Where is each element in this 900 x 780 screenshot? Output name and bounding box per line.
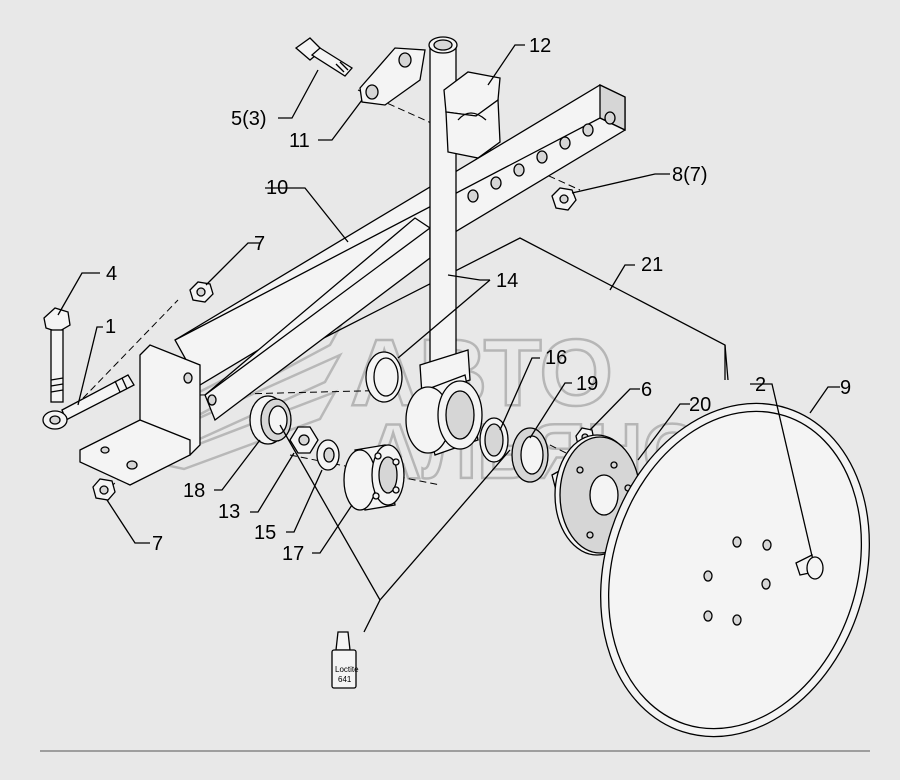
part-8-nut: [551, 187, 577, 211]
part-1-bolt: [42, 374, 135, 430]
label-20: 20: [689, 394, 711, 416]
part-13-nut: [289, 426, 319, 454]
left-bracket: [79, 344, 217, 486]
part-4-bolt: [43, 307, 71, 403]
part-5-bolt: [294, 37, 353, 77]
part-21-cover: [309, 237, 729, 381]
label-16: 16: [545, 347, 567, 369]
label-13: 13: [218, 501, 240, 523]
leader-lines: [57, 44, 840, 633]
part-2-bolt: [795, 554, 824, 580]
label-14: 14: [496, 270, 518, 292]
label-4: 4: [106, 263, 117, 285]
label-21: 21: [641, 254, 663, 276]
label-18: 18: [183, 480, 205, 502]
label-11: 11: [289, 130, 310, 152]
part-19-seal: [511, 427, 549, 483]
part-15-washer: [316, 439, 340, 471]
hub-housing: [405, 374, 483, 456]
label-17: 17: [282, 543, 304, 565]
part-7-nut-upper: [189, 281, 214, 303]
part-18-cap: [249, 395, 292, 445]
label-15: 15: [254, 522, 276, 544]
part-labels: 4 1 5(3) 11 12 8(7) 10 7 14 21 16 19 6 2…: [105, 35, 851, 565]
label-7-upper: 7: [254, 233, 265, 255]
label-19: 19: [576, 373, 598, 395]
label-10: 10: [266, 177, 288, 199]
label-6: 6: [641, 379, 652, 401]
part-10-beam: [174, 83, 626, 422]
label-2: 2: [755, 374, 766, 396]
part-17-bearing: [343, 444, 405, 511]
loctite-bottle-icon: Loctite 641: [331, 631, 359, 689]
part-9-disc: [600, 402, 870, 738]
bottle-text-line2: 641: [338, 675, 352, 684]
label-7-lower: 7: [152, 533, 163, 555]
bottle-text-line1: Loctite: [335, 665, 359, 674]
part-16-snap-ring: [479, 417, 509, 463]
part-7-nut-lower: [92, 478, 116, 501]
part-12-clamp: [443, 71, 501, 159]
label-5: 5(3): [231, 108, 267, 130]
label-9: 9: [840, 377, 851, 399]
part-14-ring: [365, 351, 403, 403]
label-8: 8(7): [672, 164, 708, 186]
label-1: 1: [105, 316, 116, 338]
label-12: 12: [529, 35, 551, 57]
part-11-bracket: [359, 47, 426, 106]
